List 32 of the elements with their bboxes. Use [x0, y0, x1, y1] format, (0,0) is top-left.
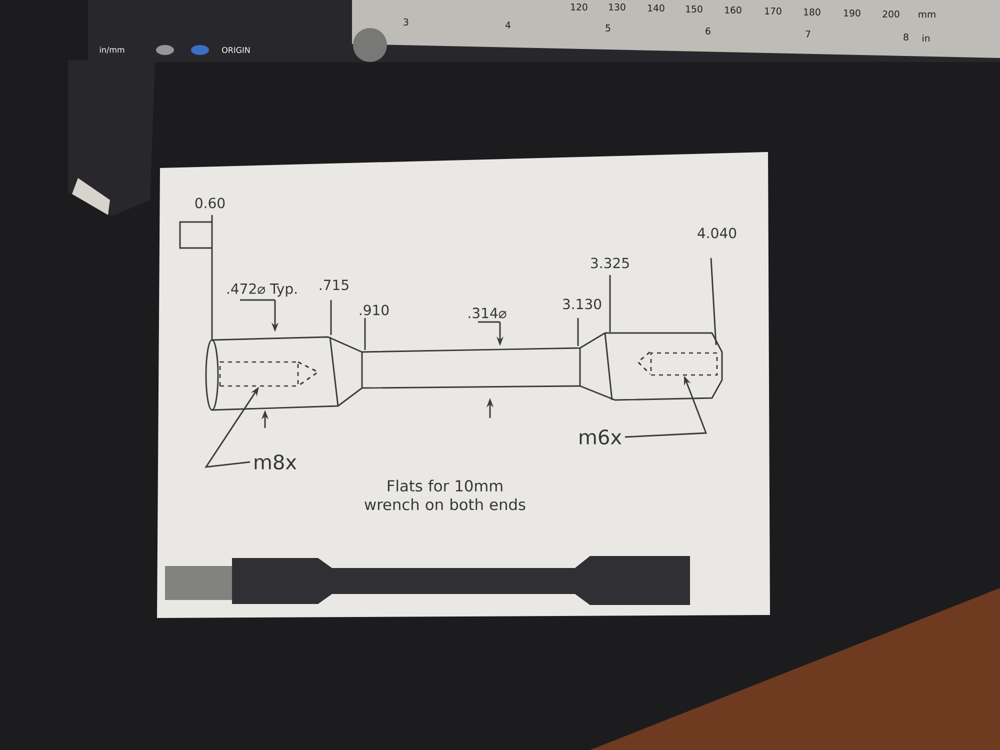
scale-number: mm: [918, 12, 936, 18]
scale-number: 4: [506, 22, 510, 28]
scale-number: 120: [571, 3, 588, 11]
scale-number: 150: [686, 5, 702, 13]
threaded-hole: [219, 361, 299, 387]
scale-number: 170: [765, 7, 782, 15]
dimension-label: .715: [320, 280, 348, 290]
note-text: Flats for 10mm wrench on both ends: [364, 480, 526, 510]
threaded-hole: [650, 352, 718, 376]
dimension-label: .910: [360, 304, 389, 316]
scale-number: 130: [609, 3, 626, 11]
scale-number: 7: [806, 30, 810, 38]
scale-number: 3: [404, 18, 408, 26]
dimension-label: 4.040: [698, 228, 736, 238]
thread-label: m8x: [254, 454, 296, 470]
dimension-label: .314⌀: [468, 308, 506, 318]
dimension-label: 3.325: [591, 258, 629, 268]
dimension-label: .472⌀ Typ.: [227, 283, 297, 297]
button-label: ORIGIN: [222, 46, 250, 54]
button-label: in/mm: [100, 46, 124, 54]
scale-number: 160: [725, 6, 742, 14]
scale-number: 6: [706, 27, 710, 35]
scale-number: 190: [844, 9, 860, 17]
thread-label: m6x: [580, 429, 622, 445]
scale-number: in: [922, 34, 930, 42]
scale-number: 200: [882, 10, 900, 18]
scale-number: 5: [606, 24, 610, 32]
scale-number: 180: [804, 8, 820, 16]
scale-number: 8: [904, 33, 908, 41]
scale-number: 140: [648, 4, 664, 12]
dimension-label: 0.60: [195, 198, 225, 208]
dimension-label: 3.130: [563, 298, 602, 310]
